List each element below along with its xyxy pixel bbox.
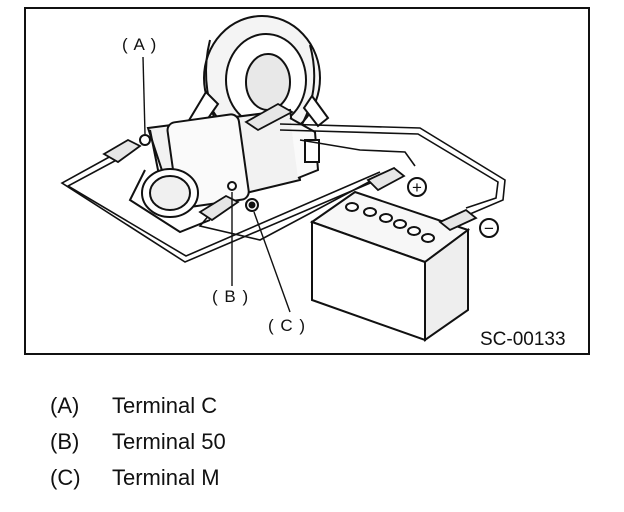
figure-id-label: SC-00133 xyxy=(480,329,566,350)
legend-key: (A) xyxy=(50,393,80,418)
battery xyxy=(309,190,471,342)
alligator-clips xyxy=(102,102,478,232)
diagram-frame xyxy=(24,7,590,355)
legend-key: (B) xyxy=(50,429,80,454)
legend-text: Terminal C xyxy=(112,393,218,418)
callout-a-label: ( A ) xyxy=(122,35,157,54)
legend-key: (C) xyxy=(50,465,81,490)
jumper-wires xyxy=(60,123,506,263)
positive-terminal-marker xyxy=(407,177,427,197)
legend-item: (A) Terminal C xyxy=(50,388,450,424)
negative-terminal-marker xyxy=(479,218,499,238)
callout-b-label: ( B ) xyxy=(212,287,249,306)
positive-terminal-symbol: + xyxy=(412,178,422,197)
legend-item: (C) Terminal M xyxy=(50,460,450,496)
callout-c-label: ( C ) xyxy=(268,316,306,335)
terminal-legend: (A) Terminal C (B) Terminal 50 (C) Termi… xyxy=(50,388,450,496)
callout-leaders xyxy=(142,56,291,313)
legend-text: Terminal 50 xyxy=(112,429,226,454)
legend-text: Terminal M xyxy=(112,465,220,490)
negative-terminal-symbol: − xyxy=(484,219,494,238)
legend-item: (B) Terminal 50 xyxy=(50,424,450,460)
